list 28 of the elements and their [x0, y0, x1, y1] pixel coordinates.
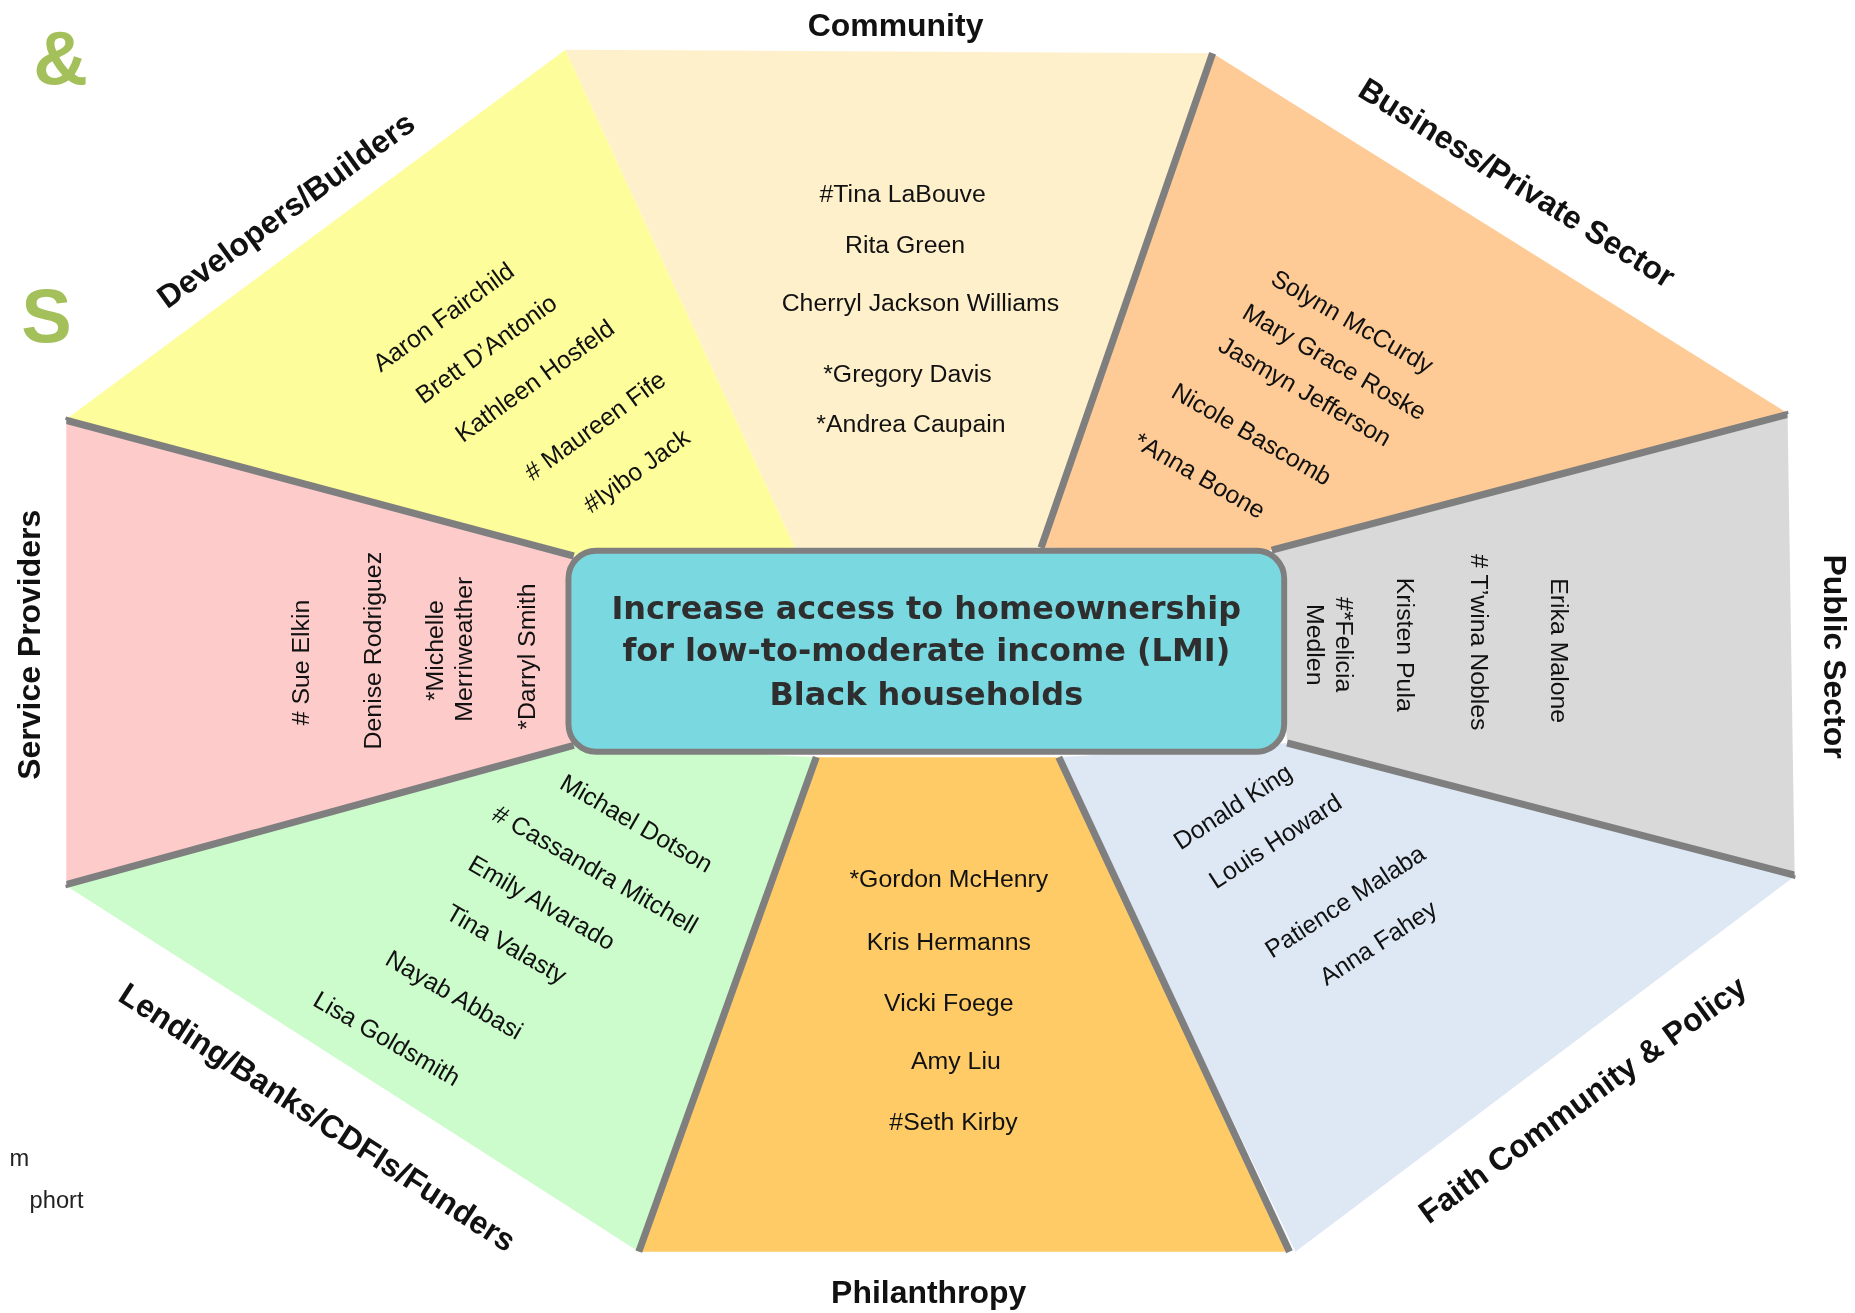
- text-fragment: m: [9, 1145, 30, 1173]
- sector-heading: Service Providers: [11, 509, 48, 780]
- name-label: # T’wina Nobles: [1464, 554, 1494, 731]
- name-label: #*Felicia Medlen: [1301, 596, 1359, 695]
- name-label: Kris Hermanns: [866, 927, 1031, 956]
- name-label: *Gregory Davis: [823, 359, 992, 389]
- name-label: Denise Rodriguez: [358, 551, 387, 750]
- sector-heading: Public Sector: [1815, 554, 1853, 759]
- name-label: *Darryl Smith: [512, 583, 541, 730]
- name-label: Kristen Pula: [1391, 577, 1420, 712]
- name-label: Rita Green: [844, 230, 966, 260]
- goal-text: Increase access to homeownership for low-to-moderate income (LMI) Black households: [610, 587, 1243, 714]
- sector-heading: Philanthropy: [831, 1274, 1027, 1312]
- name-label: Cherryl Jackson Williams: [781, 288, 1060, 318]
- name-label: # Sue Elkin: [286, 599, 315, 726]
- name-label: #Tina LaBouve: [819, 179, 986, 209]
- text-fragment: &: [33, 13, 88, 102]
- name-label: Erika Malone: [1545, 578, 1574, 724]
- name-label: *Andrea Caupain: [816, 409, 1006, 438]
- name-label: #Seth Kirby: [889, 1107, 1018, 1136]
- goal-box: [565, 547, 1288, 755]
- sector-heading: Community: [807, 7, 984, 45]
- text-fragment: phort: [29, 1186, 84, 1214]
- name-label: Amy Liu: [911, 1046, 1001, 1076]
- name-label: *Michelle Merriweather: [421, 579, 478, 722]
- name-label: *Gordon McHenry: [849, 864, 1049, 894]
- name-label: Vicki Foege: [884, 988, 1014, 1018]
- text-fragment: S: [21, 271, 72, 360]
